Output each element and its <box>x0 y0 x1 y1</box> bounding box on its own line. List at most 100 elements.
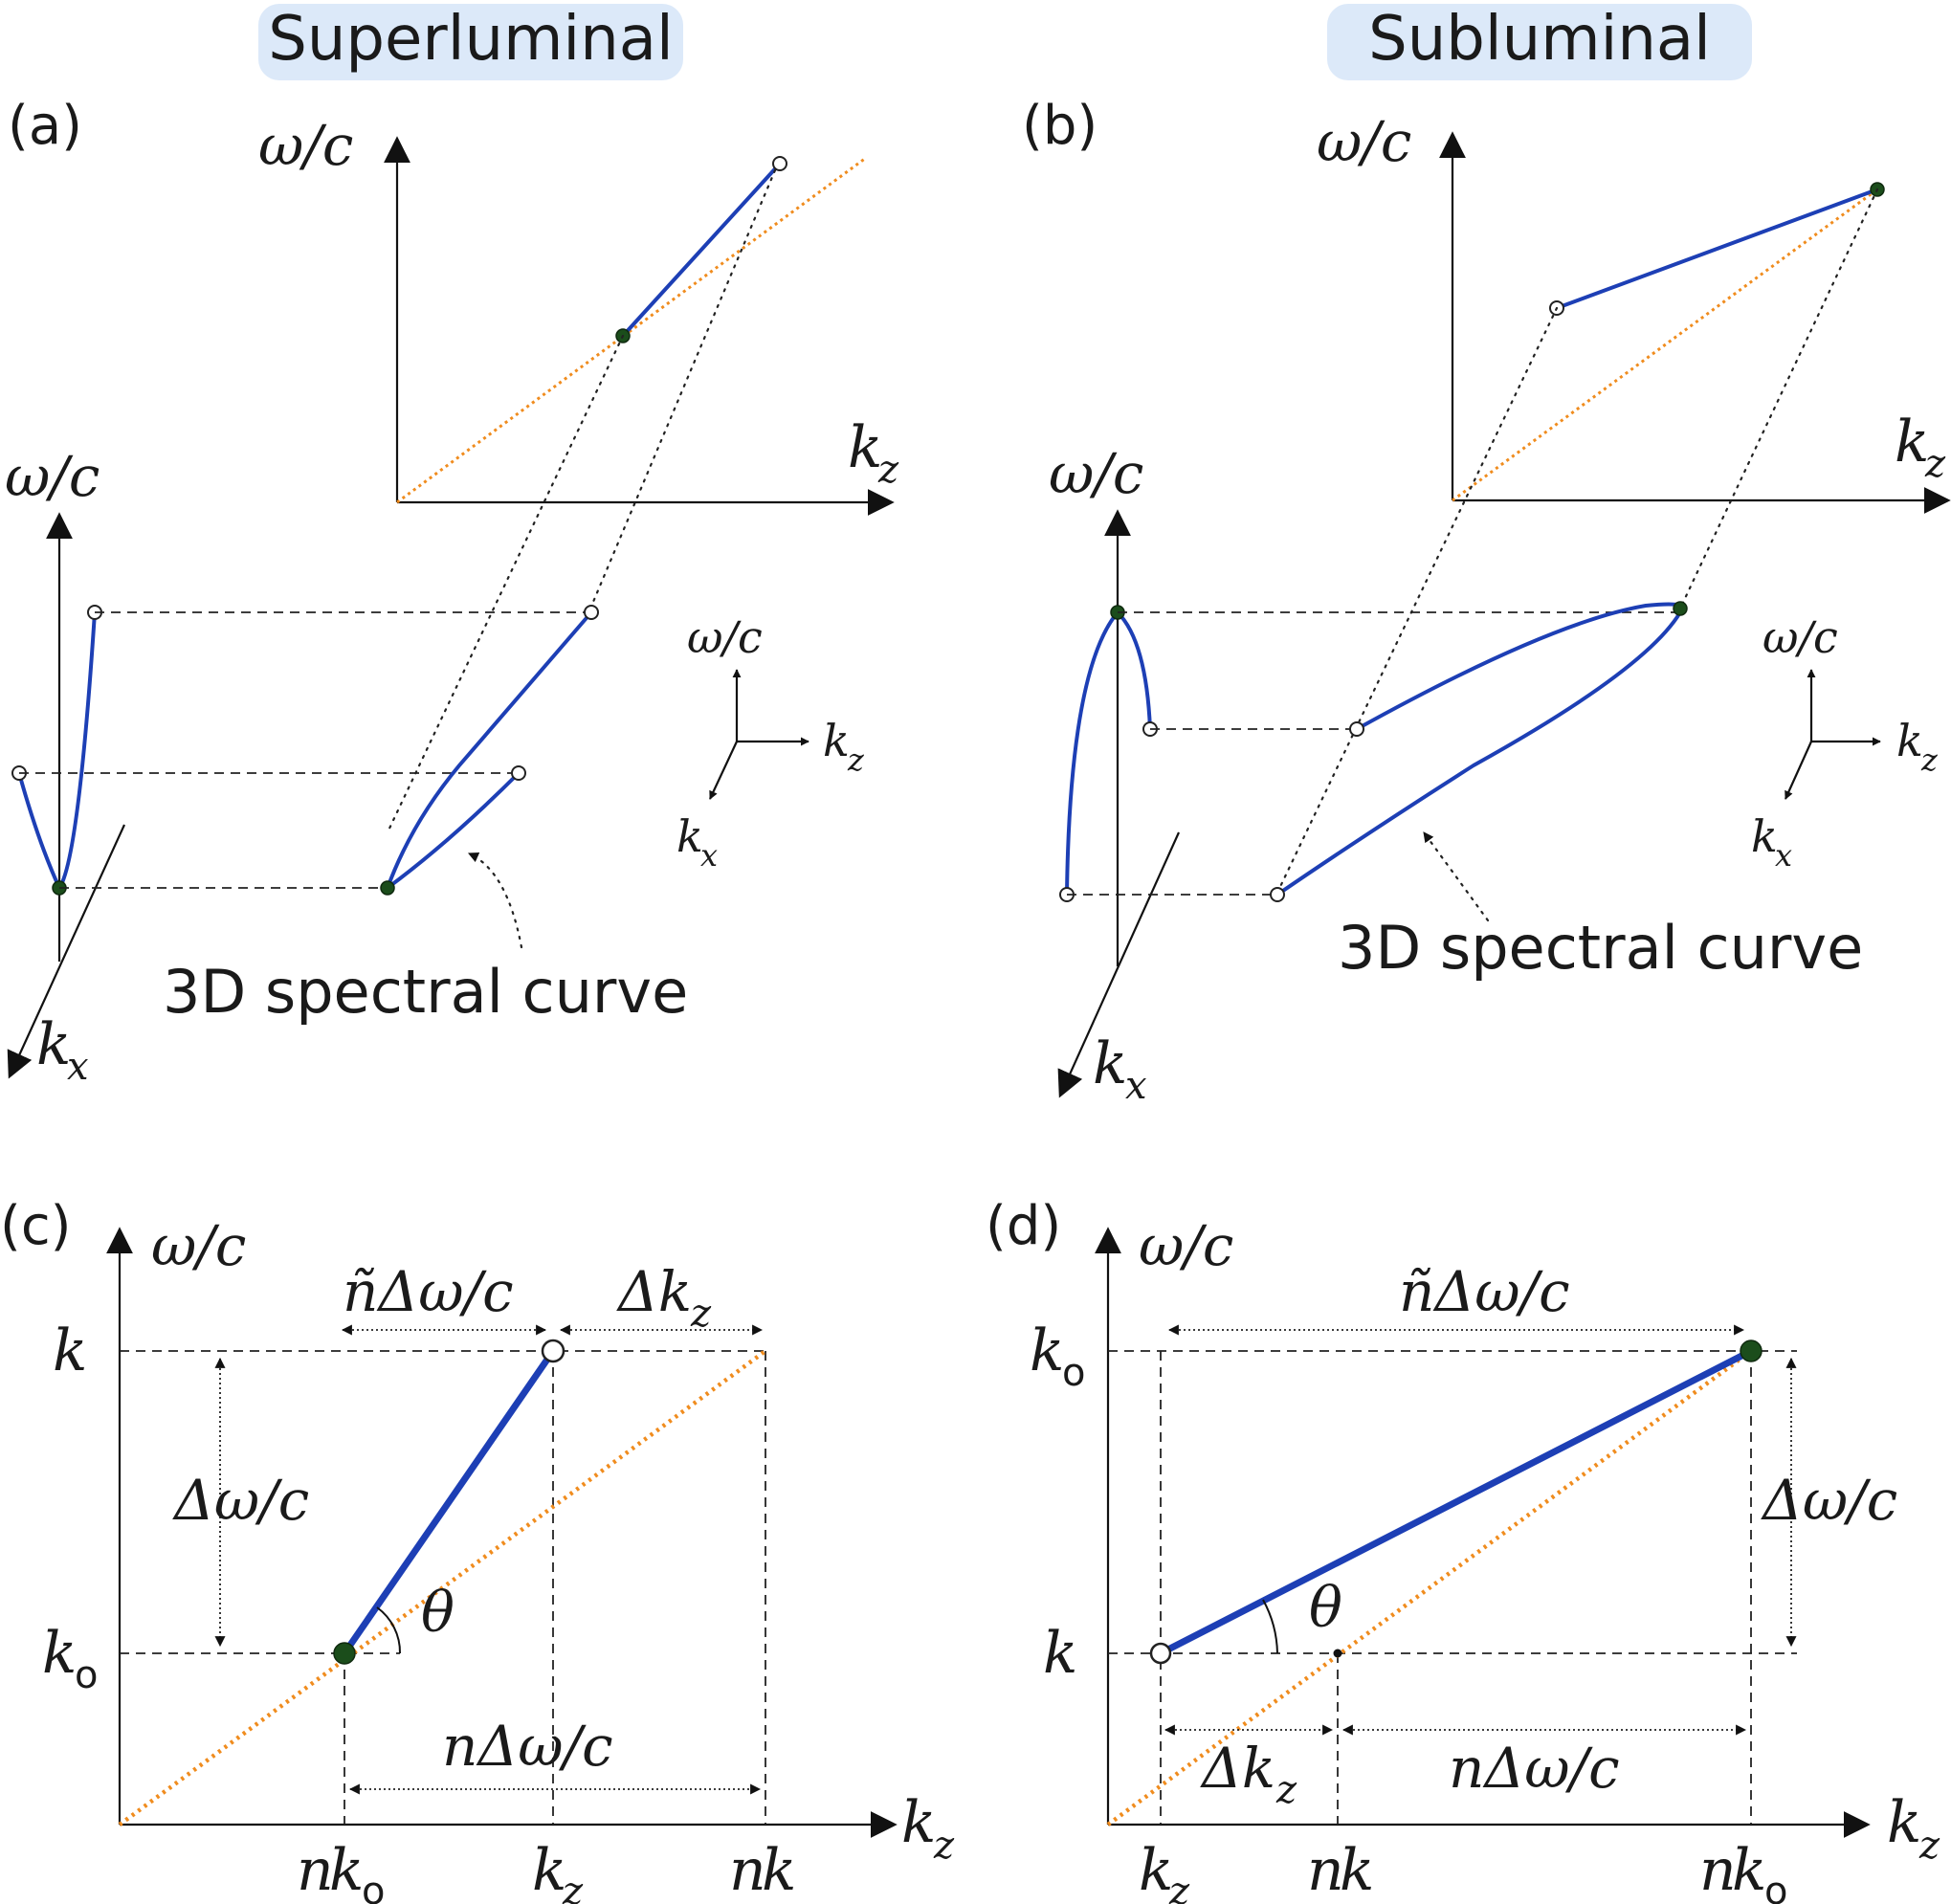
d-light-line <box>1106 1349 1753 1827</box>
badge-subluminal <box>1327 4 1752 80</box>
svg-text:z: z <box>562 1870 584 1904</box>
a-upper-omega-label: ω/c <box>258 113 353 178</box>
svg-text:n: n <box>297 1837 334 1904</box>
svg-text:k: k <box>532 1837 566 1904</box>
panel-b-tag: (b) <box>1022 95 1097 157</box>
svg-text:z: z <box>877 448 899 492</box>
b-kx-projection-curve <box>1065 609 1152 897</box>
svg-text:o: o <box>362 1870 385 1904</box>
panel-a-tag: (a) <box>8 95 82 157</box>
a-dotted-connector-2 <box>584 168 777 622</box>
title-superluminal: Superluminal <box>268 4 674 75</box>
svg-text:k: k <box>42 1620 77 1687</box>
svg-text:z: z <box>847 742 865 778</box>
a-upper-spectral-projection <box>621 162 782 338</box>
svg-text:k: k <box>1751 810 1778 862</box>
a-triad-kx <box>709 741 738 800</box>
b-annotation-arrow <box>1422 830 1490 922</box>
svg-text:k: k <box>1093 1030 1127 1097</box>
d-ndomega-label: nΔω/c <box>1449 1736 1620 1801</box>
svg-text:n: n <box>1699 1837 1737 1904</box>
d-theta-label: θ <box>1309 1575 1342 1640</box>
c-ytick-ko: k o <box>42 1620 98 1697</box>
svg-text:k: k <box>1340 1837 1374 1904</box>
b-triad: ω/c k z k x <box>1751 611 1939 874</box>
d-theta-arc <box>1262 1599 1278 1654</box>
b-dotted-connector-2 <box>1678 188 1879 610</box>
c-spectral-line <box>341 1347 557 1657</box>
svg-text:x: x <box>700 837 718 874</box>
d-omega-label: ω/c <box>1139 1213 1233 1278</box>
a-upper-end-point <box>772 156 787 171</box>
svg-text:k: k <box>1895 409 1929 476</box>
svg-text:k: k <box>1887 1789 1921 1856</box>
svg-text:z: z <box>1924 442 1946 486</box>
svg-text:k: k <box>329 1837 364 1904</box>
d-central-point <box>1740 1339 1763 1362</box>
a-annotation-arrow <box>467 852 523 949</box>
b-3d-upper-point <box>1349 721 1364 737</box>
c-xtick-nk: n k <box>729 1837 796 1904</box>
c-dkz-label: Δk z <box>616 1259 712 1336</box>
d-xtick-kz: k z <box>1139 1837 1190 1904</box>
d-dkz-label: Δk z <box>1200 1736 1297 1812</box>
svg-text:o: o <box>1062 1351 1085 1395</box>
b-3d-spectral-curve <box>1275 602 1685 897</box>
c-ndomega-label: nΔω/c <box>442 1714 613 1779</box>
svg-text:x: x <box>1775 837 1792 874</box>
a-3d-mid-point <box>511 765 526 781</box>
svg-text:o: o <box>75 1653 98 1697</box>
a-kx-projection-curve <box>17 610 97 892</box>
title-subluminal: Subluminal <box>1368 4 1711 75</box>
svg-text:k: k <box>762 1837 796 1904</box>
b-upper-kz-label: k z <box>1895 409 1946 486</box>
a-3d-top-point <box>584 605 599 620</box>
badge-superluminal <box>258 4 683 80</box>
c-central-point <box>333 1642 356 1665</box>
d-xtick-nko: n k o <box>1699 1837 1787 1904</box>
d-ntilde-label: ñΔω/c <box>1399 1259 1570 1324</box>
c-theta-arc <box>376 1606 402 1654</box>
svg-text:ω/c: ω/c <box>687 611 763 663</box>
svg-text:z: z <box>1920 742 1939 778</box>
a-upper-light-line <box>396 156 867 504</box>
c-ytick-k: k <box>53 1317 87 1384</box>
svg-text:k: k <box>36 1011 71 1078</box>
panel-c-tag: (c) <box>0 1195 71 1257</box>
d-xtick-nk: n k <box>1307 1837 1374 1904</box>
a-lower-kx-axis <box>7 824 126 1079</box>
svg-text:z: z <box>1275 1768 1297 1812</box>
d-ytick-ko: k o <box>1030 1317 1085 1395</box>
b-upper-omega-label: ω/c <box>1317 109 1411 174</box>
svg-text:z: z <box>1918 1824 1940 1868</box>
c-domega-label: Δω/c <box>172 1468 309 1533</box>
svg-text:z: z <box>690 1292 712 1336</box>
svg-text:n: n <box>1307 1837 1344 1904</box>
svg-text:ω/c: ω/c <box>1763 611 1838 663</box>
panel-b: (b) ω/c k z ω/c k x <box>1022 95 1951 1108</box>
d-end-point <box>1149 1642 1172 1665</box>
b-3d-center-point <box>1673 601 1688 616</box>
b-dotted-connector-1 <box>1275 306 1559 895</box>
svg-text:k: k <box>823 715 850 766</box>
svg-text:o: o <box>1764 1870 1787 1904</box>
svg-text:Δk: Δk <box>1200 1736 1275 1801</box>
b-3d-lower-point <box>1270 887 1285 902</box>
c-omega-label: ω/c <box>151 1213 246 1278</box>
a-upper-kz-label: k z <box>848 414 899 492</box>
c-xtick-kz: k z <box>532 1837 584 1904</box>
a-dotted-connector-1 <box>386 334 625 834</box>
b-upper-spectral-projection <box>1555 188 1879 310</box>
d-spectral-line <box>1157 1347 1755 1657</box>
a-3d-center-point <box>380 880 395 896</box>
a-annotation-text: 3D spectral curve <box>163 957 688 1027</box>
svg-text:k: k <box>901 1789 936 1856</box>
svg-text:x: x <box>1125 1064 1147 1108</box>
svg-text:k: k <box>1030 1317 1064 1384</box>
b-lower-omega-label: ω/c <box>1049 441 1143 506</box>
a-triad: ω/c k z k x <box>676 611 865 874</box>
panel-d-tag: (d) <box>986 1195 1061 1257</box>
panel-d: (d) ω/c k z k o k k z n k n k o <box>986 1195 1940 1904</box>
svg-text:k: k <box>676 810 703 862</box>
